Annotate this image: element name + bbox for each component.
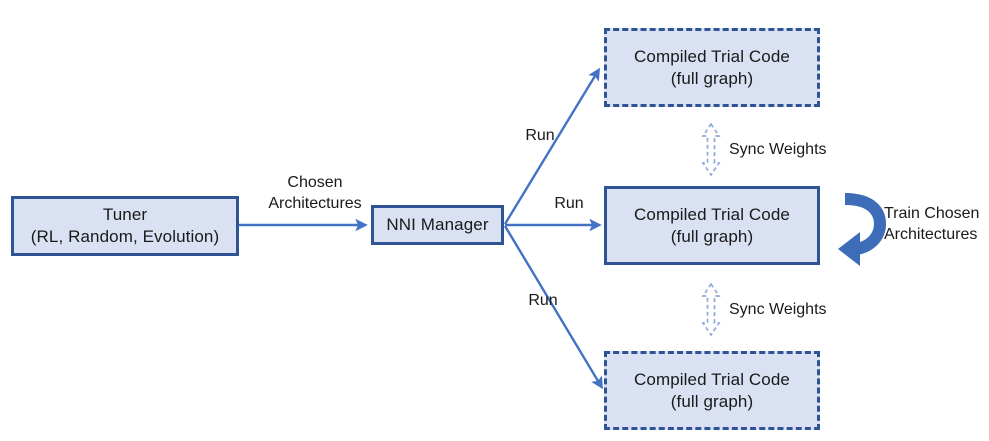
node-tuner[interactable]: Tuner (RL, Random, Evolution) — [11, 196, 239, 256]
node-nni-manager-line1: NNI Manager — [386, 215, 489, 235]
sync-weights-arrow-bottom — [701, 282, 721, 337]
node-trial-top[interactable]: Compiled Trial Code (full graph) — [604, 28, 820, 107]
node-nni-manager[interactable]: NNI Manager — [371, 205, 504, 245]
node-trial-top-line1: Compiled Trial Code — [634, 46, 790, 66]
node-trial-bottom-line1: Compiled Trial Code — [634, 369, 790, 389]
node-tuner-line2: (RL, Random, Evolution) — [30, 227, 220, 246]
sync-weights-arrow-top — [701, 122, 721, 177]
edge-label-train-chosen-architectures: Train Chosen Architectures — [884, 204, 979, 246]
train-loop-curved-arrow — [838, 193, 887, 266]
node-tuner-line1: Tuner — [102, 205, 148, 225]
edge-label-chosen-line1: Chosen — [287, 174, 343, 191]
edge-label-run-bottom: Run — [528, 292, 558, 309]
edge-label-chosen-architectures: Chosen Architectures — [254, 173, 376, 215]
node-trial-middle[interactable]: Compiled Trial Code (full graph) — [604, 186, 820, 265]
node-trial-top-line2: (full graph) — [670, 68, 754, 88]
node-trial-bottom[interactable]: Compiled Trial Code (full graph) — [604, 351, 820, 430]
edge-label-train-chosen-line1: Train Chosen — [884, 205, 980, 222]
node-trial-middle-line1: Compiled Trial Code — [634, 204, 790, 224]
node-trial-bottom-line2: (full graph) — [670, 391, 754, 411]
edge-label-run-top: Run — [525, 127, 555, 144]
edge-label-run-middle: Run — [554, 195, 584, 212]
node-trial-middle-line2: (full graph) — [670, 226, 754, 246]
edge-label-train-chosen-line2: Architectures — [884, 225, 978, 243]
edge-label-chosen-line2: Architectures — [268, 194, 362, 212]
edge-label-sync-weights-bottom: Sync Weights — [729, 301, 827, 318]
edge-label-sync-weights-top: Sync Weights — [729, 141, 827, 158]
